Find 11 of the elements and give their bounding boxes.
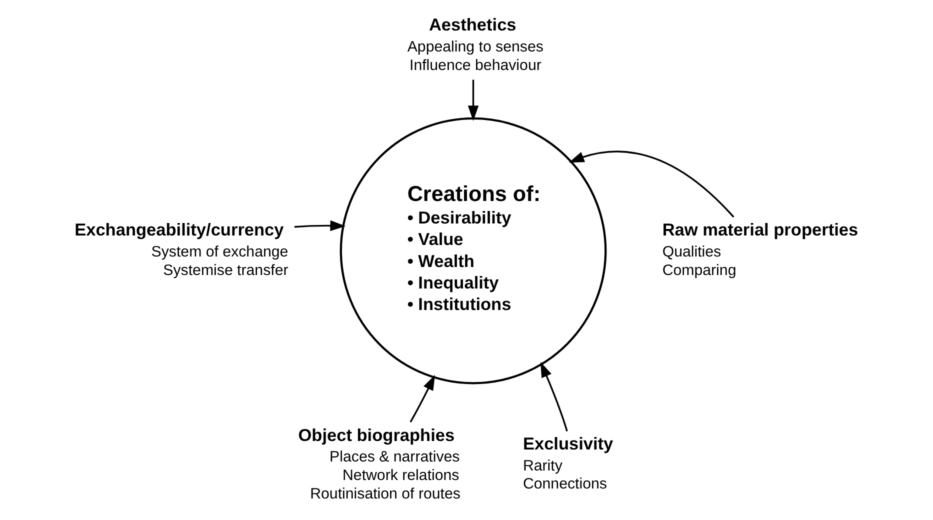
node-text: Object biographies Places & narratives Network relations Routinisation of routes	[298, 424, 460, 502]
node-text: Exchangeability/currency System of exchange Systemise transfer	[74, 219, 288, 279]
node-text: Exclusivity Rarity Connections	[522, 433, 614, 493]
arrow	[568, 150, 734, 218]
node-text: Aesthetics Appealing to senses Influence behaviour	[407, 14, 544, 74]
node-text: Raw material properties Qualities Comparing	[662, 219, 858, 279]
arrow	[294, 220, 346, 232]
node-circle: Creations of: • Desirability • Value • Wealth • Inequality • Institutions	[340, 117, 607, 384]
arrow	[410, 374, 436, 422]
arrow	[468, 80, 479, 121]
arrow	[540, 362, 568, 432]
